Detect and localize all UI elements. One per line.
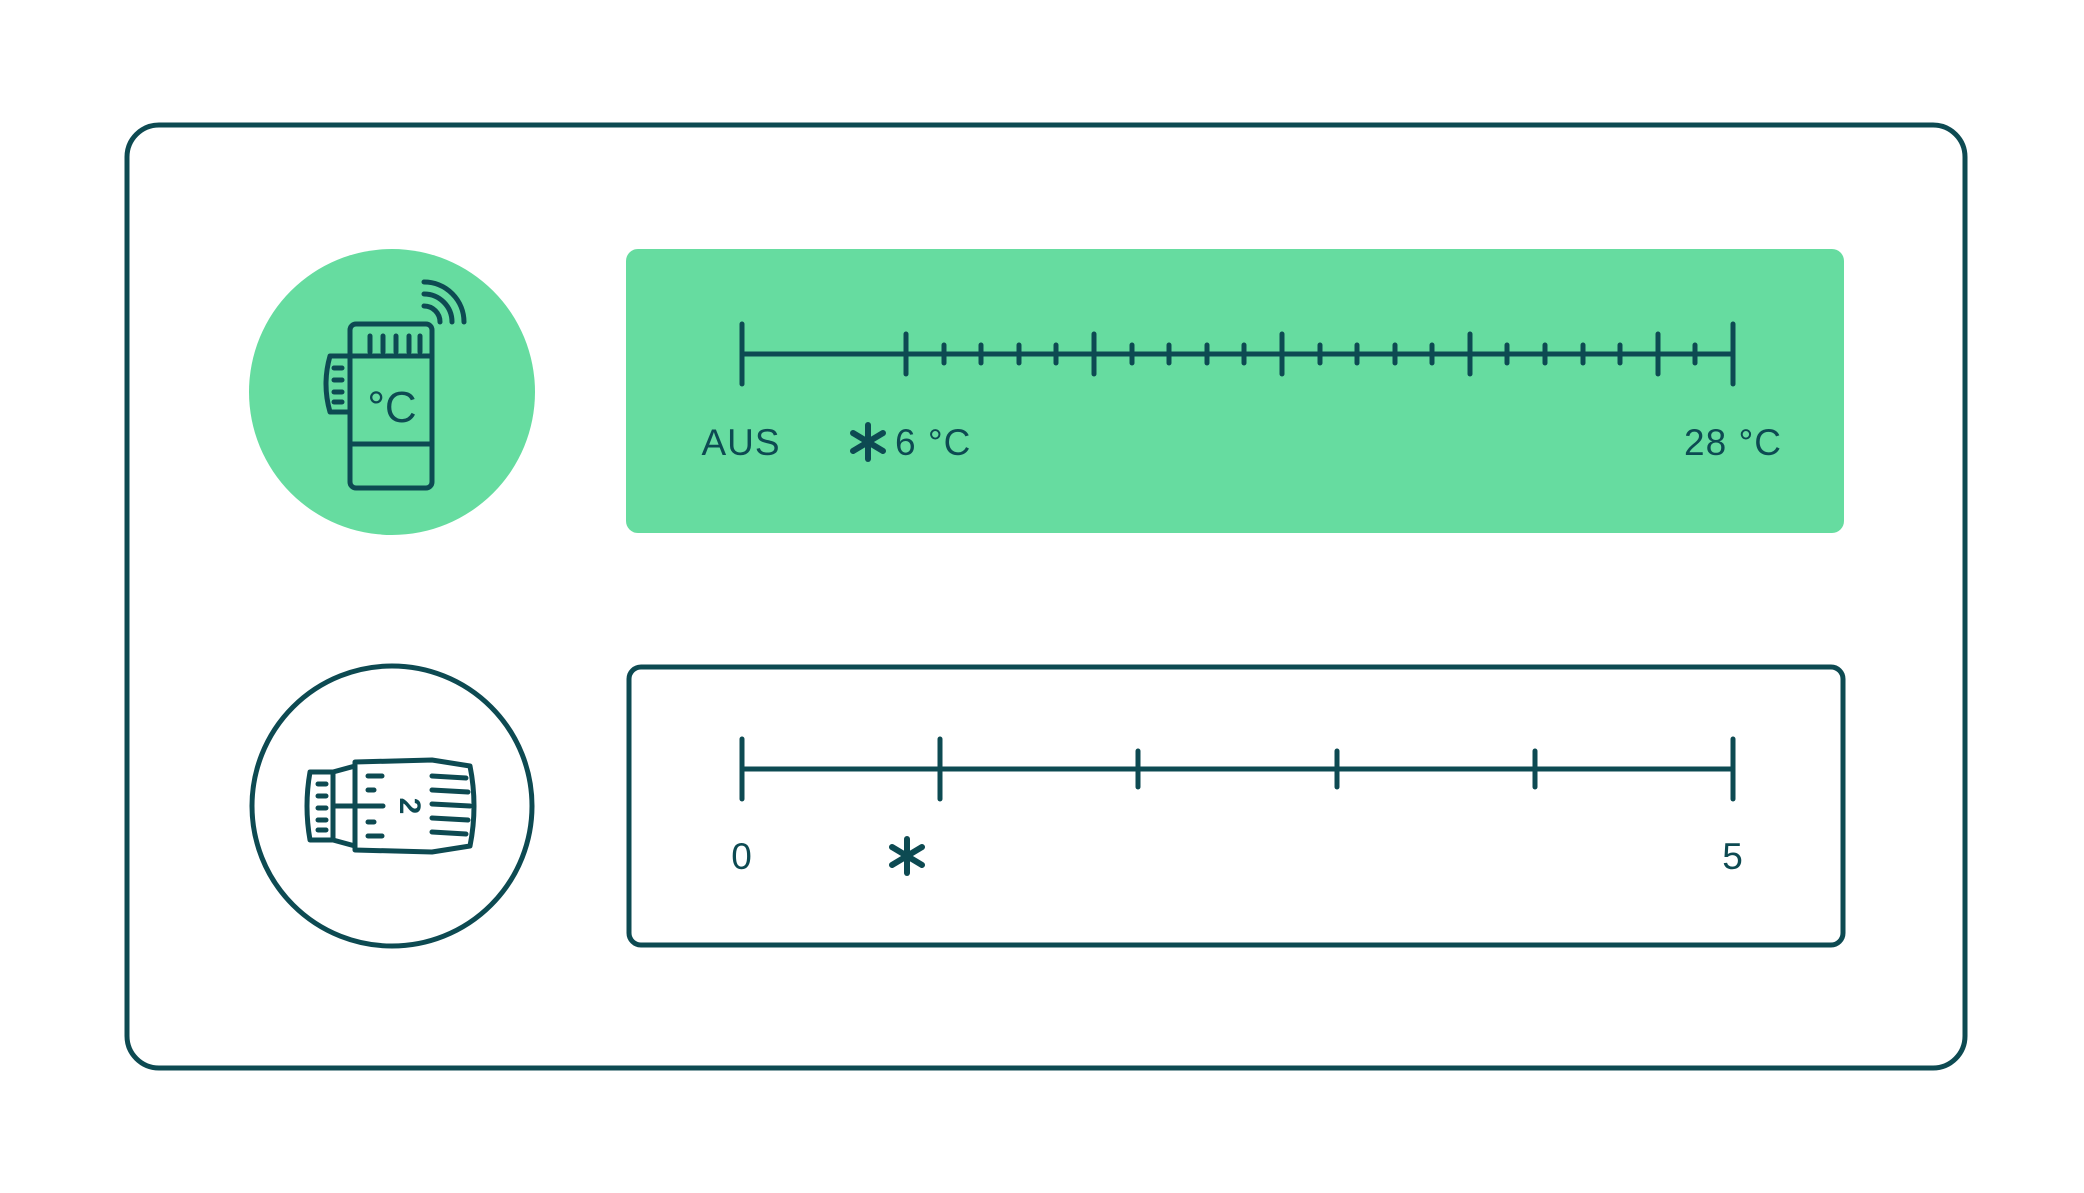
snowflake-asterisk-icon <box>889 836 925 876</box>
smart-scale-off-label: AUS <box>701 422 780 463</box>
snowflake-asterisk-icon <box>850 422 886 462</box>
manual-thermostat-icon-number: 2 <box>393 798 426 815</box>
manual-scale-max-label: 5 <box>1722 836 1744 877</box>
smart-thermostat-icon-display: °C <box>367 383 416 432</box>
manual-scale-min-label: 0 <box>731 836 753 877</box>
outer-frame <box>124 122 1968 1071</box>
manual-scale-panel <box>626 664 1846 948</box>
manual-thermostat-icon <box>304 757 477 855</box>
smart-thermostat-icon <box>323 279 467 491</box>
smart-scale-max-label: 28 °C <box>1684 422 1782 463</box>
smart-scale-panel <box>626 249 1844 533</box>
manual-thermostat-badge <box>249 663 535 949</box>
smart-thermostat-row: °C AUS 6 °C 28 °C <box>249 249 1844 535</box>
smart-scale <box>739 321 1736 387</box>
smart-scale-frost-label: 6 °C <box>895 422 971 463</box>
manual-thermostat-row: 2 0 5 <box>249 663 1846 949</box>
manual-scale <box>739 736 1736 802</box>
